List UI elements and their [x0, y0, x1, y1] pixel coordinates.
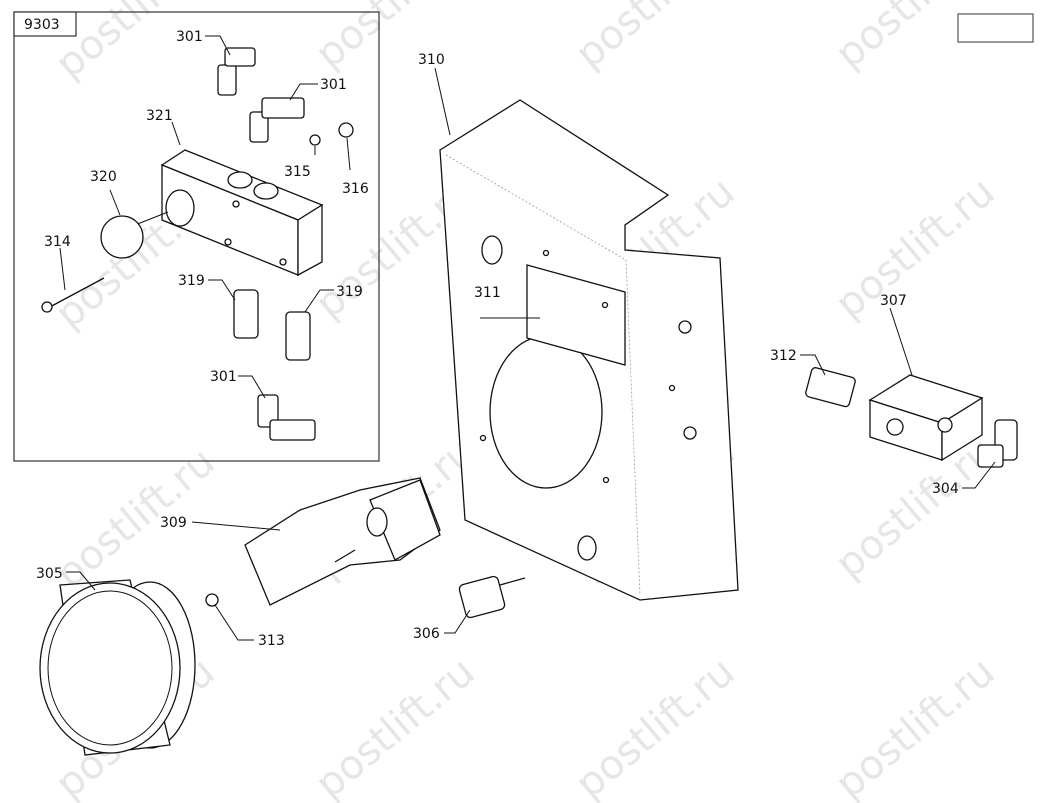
callout-301: 301 [320, 77, 347, 93]
callout-320: 320 [90, 169, 117, 185]
callout-306: 306 [413, 626, 440, 642]
part-310-plate [439, 99, 739, 601]
group-label-box [13, 11, 77, 37]
callout-310: 310 [418, 52, 445, 68]
fittings [217, 47, 1018, 619]
part-311-window [526, 264, 626, 366]
callout-311: 311 [474, 285, 501, 301]
callout-321: 321 [146, 108, 173, 124]
callout-314: 314 [44, 234, 71, 250]
watermark: postlift.ru [567, 649, 744, 803]
watermark: postlift.ru [307, 649, 484, 803]
callout-304: 304 [932, 481, 959, 497]
callout-315: 315 [284, 164, 311, 180]
part-320-knob [100, 215, 144, 259]
watermark: postlift.ru [827, 0, 1004, 78]
watermark: postlift.ru [827, 429, 1004, 588]
callout-301: 301 [176, 29, 203, 45]
callout-312: 312 [770, 348, 797, 364]
callout-labels: 301 301 321 320 314 315 316 319 319 301 … [36, 29, 959, 649]
callout-309: 309 [160, 515, 187, 531]
callout-307: 307 [880, 293, 907, 309]
leader-lines [59, 35, 996, 641]
part-309-bracket [205, 477, 441, 607]
callout-319: 319 [336, 284, 363, 300]
part-321-valve-block [41, 149, 324, 313]
part-314-screw [41, 301, 53, 313]
watermark: postlift.ru [567, 0, 744, 78]
callout-313: 313 [258, 633, 285, 649]
empty-box [957, 13, 1034, 43]
callout-316: 316 [342, 181, 369, 197]
watermark: postlift.ru [827, 169, 1004, 328]
callout-319: 319 [178, 273, 205, 289]
part-313-screw [205, 593, 219, 607]
callout-305: 305 [36, 566, 63, 582]
callout-301: 301 [210, 369, 237, 385]
group-label: 9303 [24, 17, 60, 33]
watermark: postlift.ru [47, 439, 224, 598]
watermark: postlift.ru [827, 649, 1004, 803]
subassembly-frame [13, 11, 380, 462]
part-305-gauge [39, 579, 196, 756]
